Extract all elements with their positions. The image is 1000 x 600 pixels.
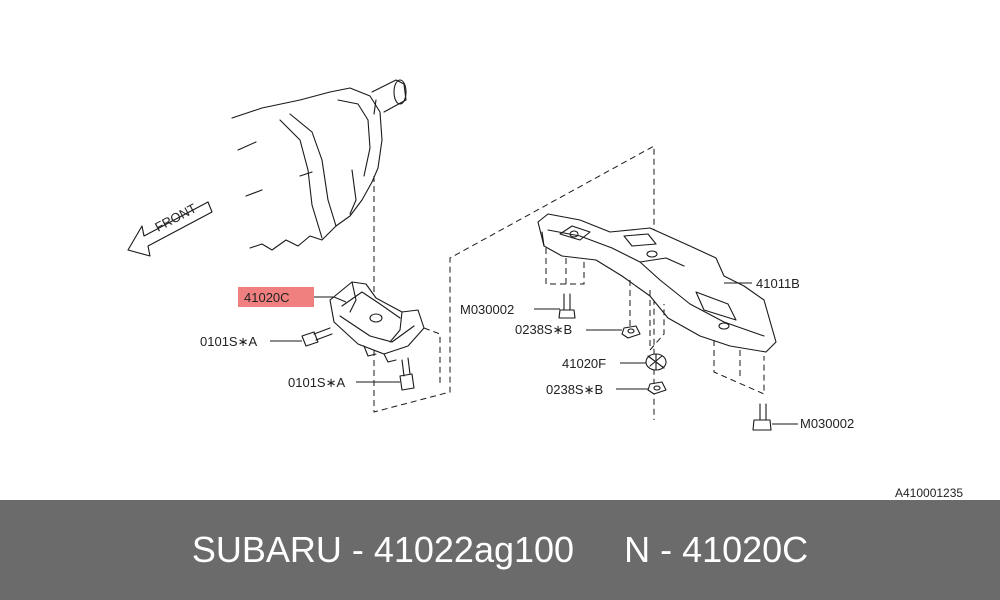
label-highlight-box [238, 287, 314, 307]
label-0238s-b-lower: 0238S∗B [546, 382, 603, 397]
bolt-0101s-a-lower [399, 357, 415, 391]
front-direction-arrow: FRONT [127, 200, 213, 257]
label-41020c-highlight: 41020C [238, 287, 347, 307]
crossmember-41011b [537, 213, 777, 353]
label-41020f: 41020F [562, 356, 606, 371]
label-41020c: 41020C [244, 290, 290, 305]
bolt-0101s-a-upper [301, 327, 333, 347]
label-0238s-b-upper: 0238S∗B [515, 322, 572, 337]
label-0101s-a-upper: 0101S∗A [200, 334, 257, 349]
label-41011b: 41011B [756, 276, 800, 291]
nut-0238s-b-lower [647, 381, 667, 395]
mount-bracket-41020c [329, 281, 425, 363]
label-0101s-a-lower: 0101S∗A [288, 375, 345, 390]
front-label: FRONT [152, 200, 199, 234]
footer-part-number-text: SUBARU - 41022ag100 N - 41020C [191, 529, 809, 570]
bolt-m030002-upper [558, 293, 576, 319]
transmission-illustration [231, 79, 407, 251]
footer-bar: SUBARU - 41022ag100 N - 41020C [0, 500, 1000, 600]
nut-0238s-b-upper [621, 325, 641, 339]
parts-diagram: FRONT [127, 79, 963, 500]
label-m030002-lower: M030002 [800, 416, 854, 431]
label-m030002-upper: M030002 [460, 302, 514, 317]
bolt-m030002-lower [752, 403, 772, 431]
figure-code: A410001235 [895, 486, 963, 500]
bushing-41020f [645, 353, 667, 371]
